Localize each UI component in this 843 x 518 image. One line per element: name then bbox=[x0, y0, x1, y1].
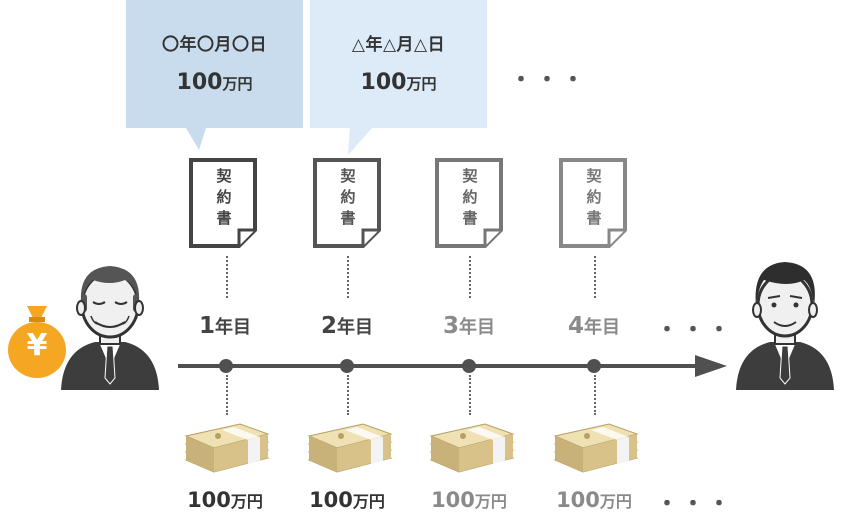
elderly-man-icon bbox=[61, 266, 159, 390]
connector-upper-4 bbox=[594, 256, 596, 298]
connector-upper-3 bbox=[469, 256, 471, 298]
payment-label-2: 100万円 bbox=[309, 488, 385, 512]
connector-lower-1 bbox=[226, 375, 228, 415]
connector-upper-1 bbox=[226, 256, 228, 298]
contract-label-3: 契約書 bbox=[462, 167, 478, 227]
year-label-3: 3年目 bbox=[442, 313, 495, 339]
timeline-point-3 bbox=[462, 359, 476, 373]
year-label-1: 1年目 bbox=[198, 313, 251, 339]
connector-lower-2 bbox=[347, 375, 349, 415]
timeline-point-1 bbox=[219, 359, 233, 373]
connector-lower-3 bbox=[469, 375, 471, 415]
contract-document-icon-4: 契約書 bbox=[559, 158, 629, 248]
contract-document-icon-1: 契約書 bbox=[189, 158, 259, 248]
contract-label-2: 契約書 bbox=[340, 167, 356, 227]
bubble-date-1: 〇年〇月〇日 bbox=[162, 35, 267, 55]
timeline-arrow bbox=[178, 355, 727, 377]
timeline-point-4 bbox=[587, 359, 601, 373]
timeline-point-2 bbox=[340, 359, 354, 373]
contract-label-4: 契約書 bbox=[586, 167, 602, 227]
cash-bundle-icon-1 bbox=[184, 423, 270, 473]
bubble-date-2: △年△月△日 bbox=[351, 35, 446, 55]
contract-document-icon-2: 契約書 bbox=[313, 158, 383, 248]
payment-ellipsis: ・・・ bbox=[656, 492, 735, 517]
speech-bubble-1: 〇年〇月〇日 100万円 bbox=[126, 0, 303, 150]
year-label-2: 2年目 bbox=[320, 313, 373, 339]
payment-label-1: 100万円 bbox=[187, 488, 263, 512]
young-man-icon bbox=[736, 262, 834, 390]
contract-document-icon-3: 契約書 bbox=[435, 158, 505, 248]
payment-label-4: 100万円 bbox=[556, 488, 632, 512]
bubble-amount-1: 100万円 bbox=[176, 70, 253, 95]
contract-label-1: 契約書 bbox=[216, 167, 232, 227]
year-ellipsis: ・・・ bbox=[656, 318, 735, 343]
bubble-ellipsis: ・・・ bbox=[510, 68, 589, 93]
speech-bubble-2: △年△月△日 100万円 bbox=[310, 0, 487, 155]
connector-lower-4 bbox=[594, 375, 596, 415]
cash-bundle-icon-3 bbox=[429, 423, 515, 473]
yen-symbol: ¥ bbox=[26, 328, 48, 363]
year-label-4: 4年目 bbox=[567, 313, 620, 339]
cash-bundle-icon-4 bbox=[553, 423, 639, 473]
money-bag-icon bbox=[8, 306, 66, 378]
bubble-amount-2: 100万円 bbox=[360, 70, 437, 95]
bubble-shape-1 bbox=[126, 0, 303, 150]
connector-upper-2 bbox=[347, 256, 349, 298]
cash-bundle-icon-2 bbox=[307, 423, 393, 473]
payment-label-3: 100万円 bbox=[431, 488, 507, 512]
bubble-shape-2 bbox=[310, 0, 487, 155]
